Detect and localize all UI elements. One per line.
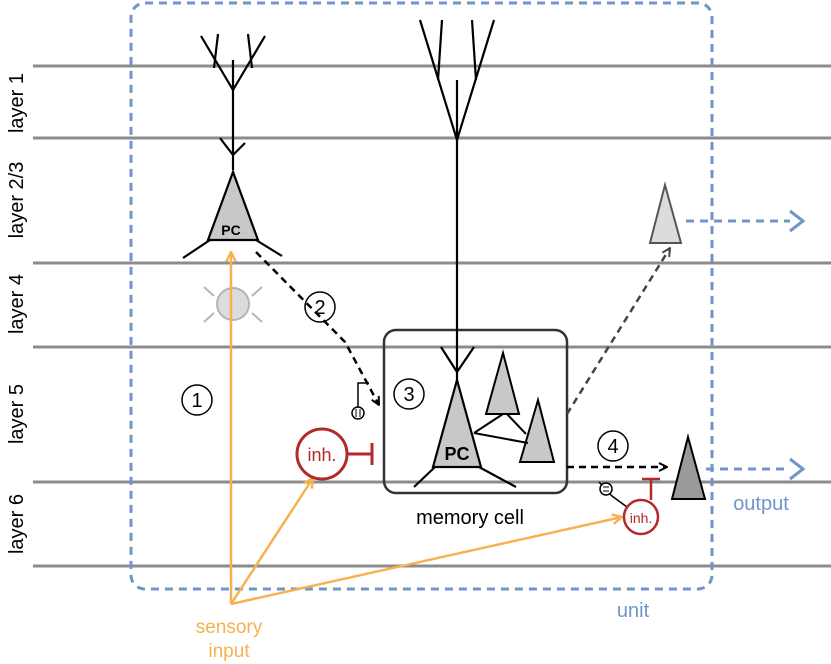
basal-dendrites [413,466,517,488]
inh-label: inh. [307,445,336,465]
apical-dendrite [418,19,496,385]
inh-label: inh. [630,510,653,526]
inhibitory-interneuron-layer5: inh. [295,382,374,481]
step-number: 3 [403,384,414,406]
layer-label: layer 4 [6,274,28,334]
step-number: 1 [191,390,202,412]
apical-dendrite [200,33,266,170]
step-number: 2 [314,297,325,319]
step-marker [597,430,629,462]
layer23-pyramidal-cell-right [648,181,683,244]
output-label: output [733,493,789,515]
step-marker [304,291,336,323]
output-pyramidal-cell [670,433,707,500]
layer-boundaries [33,64,831,568]
memory-cell-box [382,328,569,495]
memory-cell-neurons [473,349,556,463]
step-markers [181,291,629,462]
pc-label: PC [444,444,469,464]
inhibitory-interneuron-layer6: inh. [598,477,660,536]
soma [431,375,483,469]
soma [206,168,260,242]
layer-label: layer 2/3 [6,162,28,239]
unit-label: unit [617,600,650,622]
layer-label: layer 6 [6,494,28,554]
sensory-input-label: sensory [196,617,263,638]
memory-cell-label: memory cell [416,507,524,529]
projection-arrow-l23-to-memory [255,251,381,405]
pc-label: PC [221,222,240,238]
sensory-input-projections [231,252,622,606]
layer-labels: layer 1 layer 2/3 layer 4 layer 5 layer … [6,73,28,554]
stellate-cell-layer4 [203,286,263,323]
projection-arrow-memory-to-l23 [565,248,670,415]
pyramidal-cell-layer5: PC [413,19,517,488]
basal-dendrites [182,239,283,259]
step-marker [181,384,213,416]
output-arrows [686,209,806,481]
layer-label: layer 1 [6,73,28,133]
step-number: 4 [607,436,618,458]
step-marker [393,378,425,410]
pyramidal-cell-layer23: PC [182,33,283,259]
layer-label: layer 5 [6,384,28,444]
unit-box [129,1,714,591]
sensory-input-label: input [208,641,250,662]
